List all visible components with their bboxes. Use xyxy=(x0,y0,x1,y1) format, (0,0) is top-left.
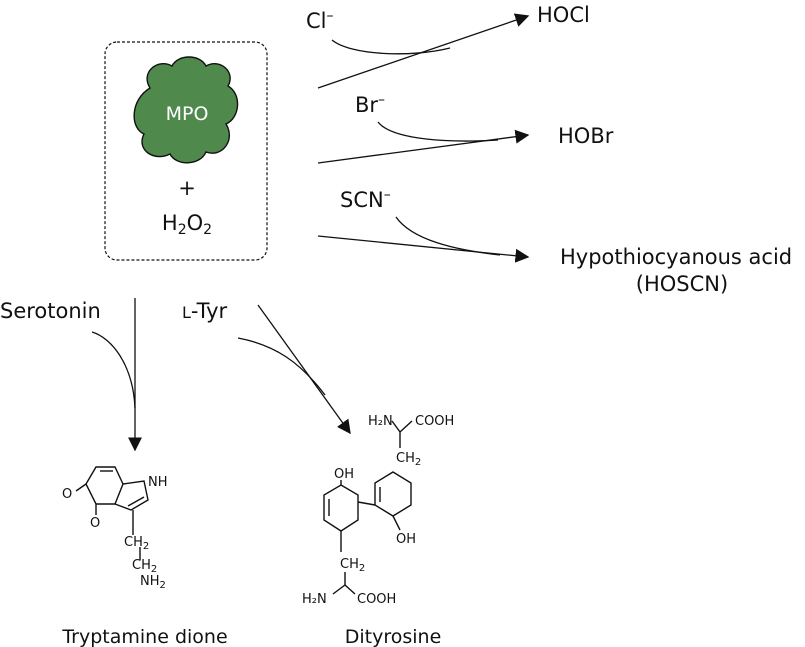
tyrosine-reaction: L-Tyr xyxy=(182,299,351,435)
enzyme-box: MPO + H2O2 xyxy=(104,41,268,261)
serotonin-label: Serotonin xyxy=(0,299,101,323)
dityr-h2n-top: H₂N xyxy=(368,414,393,429)
chloride-arrow xyxy=(317,13,530,89)
tyrosine-curve xyxy=(237,337,326,396)
dityr-cooh-top: COOH xyxy=(415,414,454,429)
tyrosine-arrow xyxy=(257,304,351,435)
dityr-cooh-bottom: COOH xyxy=(357,592,396,607)
bromide-ion-label: Br– xyxy=(355,92,385,117)
hocl-label: HOCl xyxy=(537,3,590,27)
dityr-ch2-top: CH2 xyxy=(396,451,421,468)
dityr-oh-right-bond xyxy=(392,515,401,531)
dione-six-ring xyxy=(85,466,124,505)
hoscn-label: (HOSCN) xyxy=(636,272,728,296)
dityr-oh-left: OH xyxy=(334,467,354,482)
h2o2-label: H2O2 xyxy=(162,211,212,238)
thiocyanate-arrow xyxy=(317,235,530,263)
serotonin-curve xyxy=(91,331,136,409)
tryptamine-dione-label: Tryptamine dione xyxy=(61,626,227,647)
chloride-curve xyxy=(331,39,451,55)
dione-nh2: NH2 xyxy=(140,574,166,591)
dione-o-top: O xyxy=(62,487,72,502)
plus-sign: + xyxy=(178,176,196,200)
dione-ring-double xyxy=(127,496,145,507)
dityr-oh-right: OH xyxy=(396,532,416,547)
dione-ch2-a: CH2 xyxy=(124,535,149,552)
hobr-label: HOBr xyxy=(558,124,614,148)
dione-co-bond-top xyxy=(75,483,87,492)
thiocyanate-curve xyxy=(395,216,501,256)
dityr-biaryl-bond xyxy=(357,501,376,506)
chloride-reaction: Cl– HOCl xyxy=(306,3,590,89)
dityrosine-structure: H₂N COOH CH2 OH OH CH2 H₂N COOH xyxy=(302,414,454,607)
dityrosine-label: Dityrosine xyxy=(345,626,442,647)
dione-ch2-b: CH2 xyxy=(132,558,157,575)
dityr-alpha-bottom xyxy=(332,584,356,595)
thiocyanate-reaction: SCN– Hypothiocyanous acid (HOSCN) xyxy=(317,187,792,296)
tryptamine-dione-structure: NH O O CH2 CH2 NH2 xyxy=(62,466,168,591)
dityr-h2n-bottom: H₂N xyxy=(302,592,327,607)
chloride-ion-label: Cl– xyxy=(306,8,334,33)
mpo-cloud-shape xyxy=(133,56,239,164)
serotonin-reaction: Serotonin xyxy=(0,298,142,452)
bromide-curve xyxy=(377,121,499,142)
thiocyanate-ion-label: SCN– xyxy=(340,187,391,212)
dione-nh: NH xyxy=(148,475,168,490)
dityr-ch2-bottom: CH2 xyxy=(340,557,365,574)
tyrosine-label: L-Tyr xyxy=(182,299,228,323)
bromide-reaction: Br– HOBr xyxy=(317,92,614,164)
dione-five-ring xyxy=(114,480,149,511)
dityr-alpha-top xyxy=(391,420,413,434)
hypothiocyanous-acid-label: Hypothiocyanous acid xyxy=(560,245,792,269)
mpo-label: MPO xyxy=(166,103,209,125)
dione-o-bottom: O xyxy=(90,516,100,531)
